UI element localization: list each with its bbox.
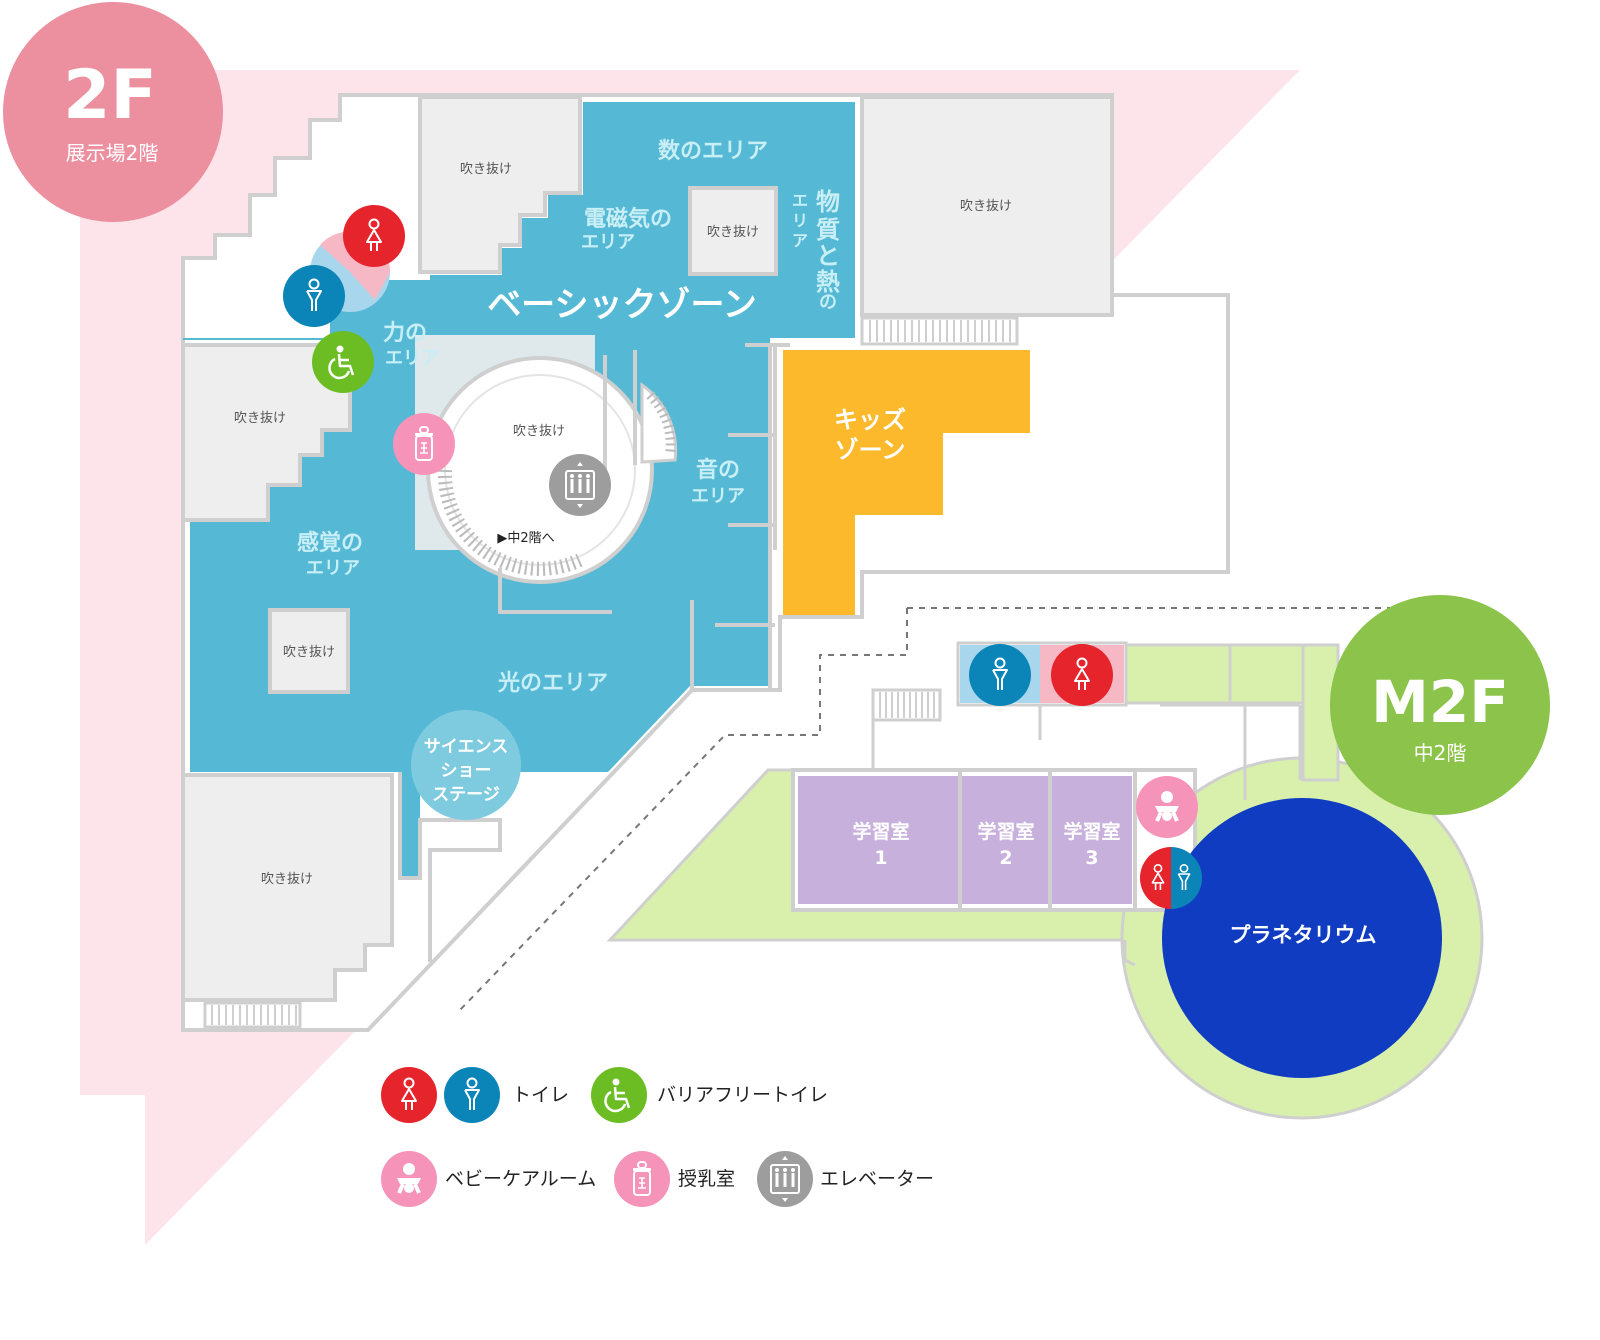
floor-m2f-subtitle: 中2階 [1414, 741, 1467, 765]
svg-text:質: 質 [816, 216, 840, 244]
legend-baby-care-icon [381, 1151, 437, 1207]
svg-text:ステージ: ステージ [432, 785, 500, 805]
void-label-5: 吹き抜け [513, 423, 565, 439]
kids-zone-label-1: キッズ [834, 406, 906, 434]
kids-zone-label-2: ゾーン [835, 436, 906, 464]
nursing-room-icon [393, 413, 455, 475]
male-toilet-icon [283, 265, 345, 327]
em-area-label-1: 電磁気の [584, 206, 672, 232]
study-room-2-label: 学習室 [977, 820, 1034, 843]
legend-elevator-label: エレベーター [820, 1168, 934, 1190]
force-area-label-2: エリア [385, 348, 439, 369]
svg-text:物: 物 [816, 188, 840, 216]
sound-area-label-1: 音の [696, 457, 740, 483]
svg-text:ショー: ショー [441, 761, 492, 781]
study-room-2 [962, 776, 1048, 904]
svg-text:サイエンス: サイエンス [424, 737, 509, 757]
legend: トイレ バリアフリートイレ ベビーケアルーム 授乳室 エレベーター [381, 1067, 934, 1207]
void-label-7: 吹き抜け [261, 871, 313, 887]
svg-text:熱: 熱 [816, 268, 840, 296]
study-room-1-label: 学習室 [852, 820, 909, 843]
male-toilet-icon [969, 644, 1031, 706]
legend-barrier-free-label: バリアフリートイレ [657, 1084, 828, 1106]
svg-text:ア: ア [792, 231, 808, 250]
legend-toilet-label: トイレ [512, 1084, 569, 1106]
planetarium-label: プラネタリウム [1230, 923, 1377, 947]
floor-m2f-title: M2F [1371, 668, 1509, 736]
void-label-6: 吹き抜け [283, 644, 335, 660]
study-room-3-number: 3 [1085, 847, 1098, 869]
study-room-3 [1052, 776, 1132, 904]
baby-care-room-icon [1136, 776, 1198, 838]
barrier-free-toilet-icon [312, 331, 374, 393]
inner-walls [690, 343, 790, 690]
em-area-label-2: エリア [581, 232, 635, 253]
void-label-4: 吹き抜け [234, 410, 286, 426]
force-area-label-1: 力の [383, 321, 427, 346]
sound-area-label-2: エリア [691, 486, 745, 507]
study-room-3-label: 学習室 [1063, 820, 1120, 843]
study-room-2-number: 2 [999, 847, 1012, 869]
floor-2f-title: 2F [63, 56, 157, 135]
to-m2f-label: ▶中2階へ [497, 531, 554, 546]
svg-text:リ: リ [792, 211, 808, 230]
void-label-1: 吹き抜け [460, 161, 512, 177]
void-label-2: 吹き抜け [960, 198, 1012, 214]
study-room-1-number: 1 [874, 847, 887, 869]
multi-toilet-icon [1140, 847, 1202, 909]
svg-text:エ: エ [792, 191, 808, 210]
stair-lines [211, 320, 1011, 1025]
study-room-1 [798, 776, 958, 904]
legend-baby-care-label: ベビーケアルーム [445, 1168, 596, 1190]
svg-text:の: の [819, 292, 837, 313]
void-label-3: 吹き抜け [707, 224, 759, 240]
planetarium [1162, 798, 1442, 1078]
number-area-label: 数のエリア [658, 138, 768, 164]
female-toilet-icon [343, 205, 405, 267]
matter-area-label: 物 質 と 熱 の エ リ ア [792, 188, 840, 313]
legend-barrier-free-icon [591, 1067, 647, 1123]
elevator-icon [549, 454, 611, 516]
sense-area-label-2: エリア [306, 558, 360, 579]
kids-zone [783, 350, 1030, 615]
basic-zone-label: ベーシックゾーン [487, 285, 757, 325]
svg-text:と: と [816, 242, 840, 270]
legend-nursing-label: 授乳室 [678, 1168, 735, 1190]
legend-male-toilet-icon [444, 1067, 500, 1123]
floor-m2f-badge: M2F 中2階 [1330, 595, 1550, 815]
legend-elevator-icon [757, 1151, 813, 1207]
legend-female-toilet-icon [381, 1067, 437, 1123]
legend-nursing-icon [614, 1151, 670, 1207]
light-area-label: 光のエリア [497, 671, 608, 696]
floor-2f-subtitle: 展示場2階 [66, 141, 159, 165]
sense-area-label-1: 感覚の [297, 530, 363, 556]
floor-2f-badge: 2F 展示場2階 [3, 2, 223, 222]
science-show-stage: サイエンス ショー ステージ [411, 710, 521, 820]
female-toilet-icon [1051, 644, 1113, 706]
